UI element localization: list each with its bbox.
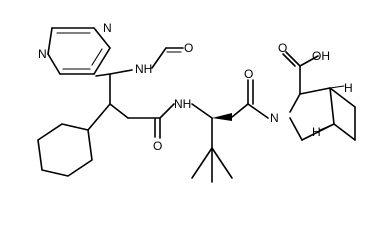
quaternary-carbon-bonds: [95, 69, 133, 105]
amide-o-label: O: [153, 139, 162, 153]
stereo-h-label-top: H: [344, 81, 353, 95]
carboxylic-acid: [282, 51, 319, 95]
bicyclic-ring: [289, 85, 356, 141]
pyrrolidine-n-label: N: [270, 111, 279, 125]
carboxyl-oh-label: OH: [312, 49, 330, 63]
formyl-nh-label: NH: [135, 62, 152, 76]
tert-leucine-unit: [191, 79, 269, 183]
formamide-group: [151, 47, 184, 69]
stereo-h-label-bottom: H: [312, 125, 321, 139]
pyrazine-n-label: N: [38, 47, 47, 61]
carboxyl-o-label: O: [278, 41, 287, 55]
atom-labels: N N NH O NH O O N OH O H H: [38, 21, 353, 153]
cyclohexane-ring: [37, 123, 93, 177]
pyrazine-ring: [47, 27, 111, 75]
amide-nh-label: NH: [174, 97, 191, 111]
pyrazine-n-label-top: N: [103, 21, 112, 35]
formyl-o-label: O: [184, 41, 193, 55]
ketone-o-label: O: [244, 67, 253, 81]
side-chain: [87, 103, 175, 139]
molecule-structure: N N NH O NH O O N OH O H H: [37, 21, 356, 183]
